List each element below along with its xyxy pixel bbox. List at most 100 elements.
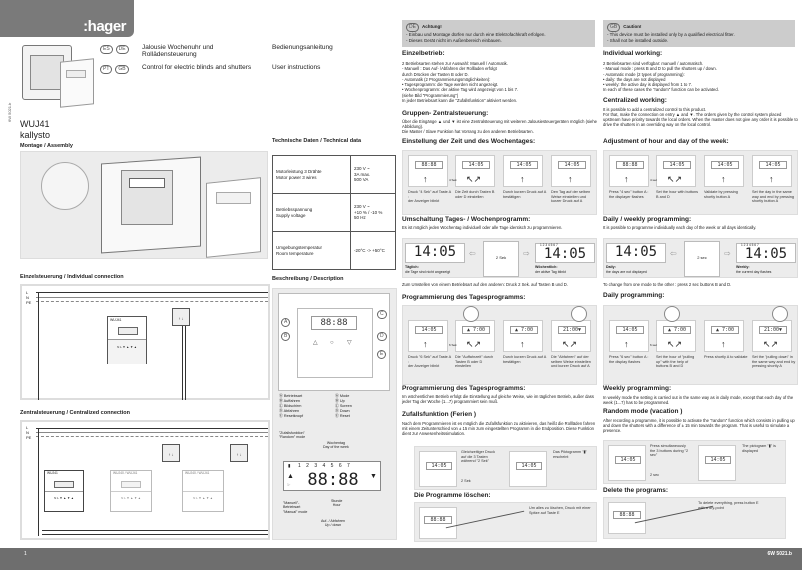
day-numbers: 1 2 3 4 5 6 7 <box>298 463 352 469</box>
central-device-3: WUJ40 / WUJ41 N L ▼ ▲ ▼ ▲ <box>182 470 224 512</box>
badge-de: DE <box>115 45 129 54</box>
document-code: 6W 5021.b <box>767 551 792 557</box>
en-random-diagram: 14:05 Press simultaneously the 3 buttons… <box>603 440 786 484</box>
de-einzel-text: 2 Betriebsarten stehen zur Auswahl: Manu… <box>402 61 519 103</box>
badge-es: ES <box>100 45 113 54</box>
en-adj-heading: Adjustment of hour and day of the week: <box>603 138 729 145</box>
de-random-diagram: 14:05 Gleichzeitiger Druck auf die 3 Tas… <box>414 446 597 490</box>
footer-bar <box>0 548 802 570</box>
centralized-heading: Zentralsteuerung / Centralized connectio… <box>20 410 131 416</box>
step-illustration: 14:05↖↗ <box>455 155 495 187</box>
weekday-label: Wochentag Day of the week <box>323 441 349 450</box>
de-umschalt-heading: Umschaltung Tages- / Wochenprogramm: <box>402 216 531 223</box>
assembly-heading: Montage / Assembly <box>20 143 73 149</box>
manual-hand-icon: ☞ <box>287 482 291 487</box>
title-en: Control for electric blinds and shutters <box>142 64 252 71</box>
up-arrow-icon: ▲ <box>287 473 294 480</box>
motor-icon: ↑ ↓ <box>230 444 248 462</box>
centralized-wiring-diagram: L N PE ↑ ↓ ↑ ↓ WUJ41 N L ▼ ▲ ▼ ▲ WUJ40 /… <box>20 420 270 540</box>
side-code: 6W 5021.b <box>7 102 12 122</box>
callout-e: E <box>377 350 387 359</box>
de-zufall-heading: Zufallsfunktion (Ferien ) <box>402 411 477 418</box>
en-weekly-heading: Weekly programming: <box>603 385 672 392</box>
description-heading: Beschreibung / Description <box>272 276 344 282</box>
title-de: Jalousie Wochenuhr und Rollädensteuerung <box>142 44 214 59</box>
doc-type-de: Bedienungsanleitung <box>272 44 333 51</box>
de-mode-switch-diagram: 14:05 Täglich: die Tage sind nicht angez… <box>402 238 597 278</box>
tech-heading: Technische Daten / Technical data <box>272 138 362 144</box>
wire-labels: L N PE <box>26 290 32 305</box>
step-illustration: 14:05↑ <box>503 155 543 187</box>
en-daily-steps: 14:05↑ ▲ 7:00↖↗ ▲ 7:00↑ 21:00▼↖↗ 6 sec P… <box>603 305 798 385</box>
callout-b: B <box>281 332 291 341</box>
en-mode-switch-diagram: 14:05 Daily: the days are not displayed … <box>603 238 798 278</box>
en-change-text: To change from one mode to the other : p… <box>603 282 732 287</box>
en-delete-heading: Delete the programs: <box>603 487 669 494</box>
motor-icon: ↑ ↓ <box>172 308 190 326</box>
de-loeschen-heading: Die Programme löschen: <box>414 492 491 499</box>
tech-label: Motorleistung 3 Drähte Motor power 3 wir… <box>272 155 351 194</box>
de-wochen-heading: Programmierung des Tagesprogramms: <box>402 385 526 392</box>
tech-value: -20°C -> +50°C <box>350 231 396 270</box>
badge-gb: GB <box>115 65 129 74</box>
en-random-text: After recording a programme, it is possi… <box>603 418 795 434</box>
de-zeit-steps: 88:88↑ 14:05↖↗ 14:05↑ 14:05↑ 4 Sek Druck… <box>402 150 597 215</box>
de-tages-heading: Programmierung des Tagesprogramms: <box>402 294 526 301</box>
individual-wiring-diagram: L N PE ↑ ↓ WUJ41 N L ▼ ▲ ▼ ▲ <box>20 284 270 400</box>
manual-label: "Manuell"- Betriebsart "Manual" mode <box>283 501 308 514</box>
en-daily-heading: Daily programming: <box>603 292 665 299</box>
down-button-icon: ▽ <box>347 340 352 346</box>
tech-row: Umgebungstemperatur Room temperature-20°… <box>272 231 396 270</box>
de-delete-diagram: 88:88 Um alles zu löschen, Druck mit ein… <box>414 502 597 542</box>
central-device-2: WUJ40 / WUJ41 N L ▼ ▲ ▼ ▲ <box>110 470 152 512</box>
hager-logo: :hager <box>83 18 126 35</box>
en-delete-diagram: 88:88 To delete everything, press button… <box>603 497 786 539</box>
tech-label: Betriebsspannung Supply voltage <box>272 193 351 232</box>
de-tages-steps: 14:05↑ ▲ 7:00↖↗ ▲ 7:00↑ 21:00▼↖↗ 6 Sek D… <box>402 305 597 385</box>
brand-bar: :hager <box>0 0 134 37</box>
de-gruppen-heading: Gruppen- Zentralsteuerung: <box>402 110 489 117</box>
tech-value: 230 V ~ +10 % / -10 % 50 Hz <box>350 193 396 232</box>
tech-table: Motorleistung 3 Drähte Motor power 3 wir… <box>272 155 396 270</box>
de-umschalt-text: Es ist möglich jeden Wochentag individue… <box>402 225 563 230</box>
down-arrow-icon: ▼ <box>370 473 377 480</box>
motor-icon: ↑ ↓ <box>162 444 180 462</box>
assembly-illustration <box>20 151 268 259</box>
de-wochen-text: Im wöchentlichen Betrieb erfolgt die Ein… <box>402 394 594 405</box>
tech-value: 230 V ~ 3A max. 500 VA <box>350 155 396 194</box>
de-einzel-heading: Einzelbetrieb: <box>402 50 445 57</box>
updown-label: Auf- / Abfahren Up / down <box>321 519 345 528</box>
hour-label: Stunde Hour <box>331 499 343 508</box>
product-image <box>22 40 94 110</box>
en-central-text: It is possible to add a centralized cont… <box>603 107 798 128</box>
individual-heading: Einzelsteuerung / Individual connection <box>20 274 124 280</box>
random-label: "Zufallsfunktion" "Random" mode <box>279 431 306 440</box>
step-illustration: 14:05↑ <box>551 155 591 187</box>
de-zeit-heading: Einstellung der Zeit und des Wochentages… <box>402 138 536 145</box>
tech-row: Motorleistung 3 Drähte Motor power 3 wir… <box>272 155 396 194</box>
up-button-icon: △ <box>313 340 318 346</box>
device-lcd: 88:88 <box>311 316 357 330</box>
de-umstellen-text: Zum Umstellen von einem Betriebsart auf … <box>402 282 568 287</box>
page-number: 1 <box>24 551 27 557</box>
de-zufall-text: Nach dem Programmieren ist es möglich di… <box>402 421 596 437</box>
en-central-heading: Centralized working: <box>603 97 667 104</box>
en-indiv-heading: Individual working: <box>603 50 663 57</box>
tech-label: Umgebungstemperatur Room temperature <box>272 231 351 270</box>
en-dw-heading: Daily / weekly programming: <box>603 216 692 223</box>
lcd-digits: 88:88 <box>307 470 359 490</box>
model-number: WUJ41 <box>20 119 50 129</box>
en-dw-text: It is possible to programme individually… <box>603 225 757 230</box>
central-device-1: WUJ41 N L ▼ ▲ ▼ ▲ <box>44 470 84 512</box>
model-line: kallysto <box>20 130 51 140</box>
random-icon: ▮ <box>288 463 291 468</box>
en-indiv-text: 2 Betriebsarten sind verfügbar: manuell … <box>603 61 719 93</box>
en-weekly-text: In weekly mode the setting is carried ou… <box>603 395 794 406</box>
